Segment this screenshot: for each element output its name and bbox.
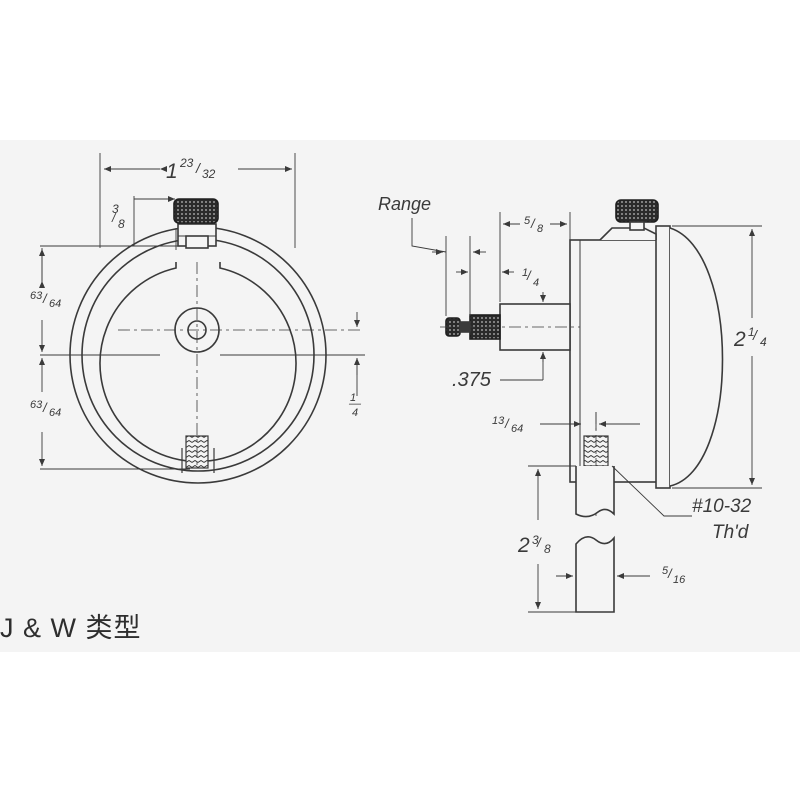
side-dimensions	[411, 212, 762, 613]
svg-text:/: /	[504, 416, 510, 431]
top-bracket	[599, 227, 657, 241]
height-num: 1	[748, 325, 755, 339]
depth-den: 8	[537, 223, 544, 235]
gauge-body	[569, 239, 659, 483]
range-label: Range	[378, 194, 431, 214]
figure-caption: J & W 类型	[0, 606, 142, 645]
front-view	[69, 198, 364, 484]
side-offset-num: 13	[492, 415, 505, 427]
rod-den: 8	[544, 542, 551, 556]
svg-text:/: /	[42, 291, 48, 306]
rod-dia-den: 16	[673, 574, 686, 586]
rod-upper	[575, 466, 615, 518]
rod-whole: 2	[517, 534, 530, 557]
side-view	[440, 199, 724, 613]
svg-text:—: —	[348, 396, 362, 410]
svg-text:/: /	[111, 211, 117, 225]
offset-num: 1	[350, 392, 356, 404]
dial-face-outline	[99, 262, 297, 463]
height-whole: 2	[733, 328, 746, 351]
front-knob	[173, 198, 219, 224]
side-knob	[615, 199, 659, 223]
thread-label: Th'd	[712, 522, 750, 543]
front-labels: 1 23 / 32 3 / 8 63 / 64 63 / 64 1 — 4	[30, 156, 362, 419]
upper-den: 64	[49, 298, 61, 310]
lower-den: 64	[49, 407, 61, 419]
side-offset-den: 64	[511, 423, 523, 435]
caption-suffix: 类型	[85, 613, 142, 643]
side-labels: Range 5 / 8 1 / 4 .375 2 1 / 4 13 / 64 #…	[378, 194, 767, 586]
lower-num: 63	[30, 399, 43, 411]
tip-num: 1	[522, 267, 528, 279]
rod-lower	[575, 535, 615, 613]
stem-diameter: .375	[452, 369, 492, 391]
stem-den: 8	[118, 217, 125, 231]
width-whole: 1	[166, 160, 178, 183]
width-den: 32	[202, 167, 216, 181]
front-dimensions	[39, 153, 365, 470]
svg-text:/: /	[530, 216, 536, 231]
rod-dia-num: 5	[662, 565, 669, 577]
rod-num: 3	[532, 533, 539, 547]
stem-num: 3	[112, 202, 119, 216]
crystal-dome	[669, 227, 724, 487]
svg-text:/: /	[536, 535, 542, 550]
tip-den: 4	[533, 277, 539, 289]
thread-size: #10-32	[692, 496, 752, 517]
svg-text:/: /	[752, 327, 759, 343]
svg-text:/: /	[526, 268, 532, 283]
stem-clamp	[185, 235, 209, 249]
upper-num: 63	[30, 290, 43, 302]
depth-num: 5	[524, 215, 531, 227]
svg-text:/: /	[195, 160, 202, 176]
svg-text:/: /	[42, 400, 48, 415]
svg-text:/: /	[667, 566, 673, 581]
offset-den: 4	[352, 407, 358, 419]
caption-model: J & W	[0, 613, 77, 643]
gauge-bezel	[655, 225, 671, 489]
height-den: 4	[760, 335, 767, 349]
width-num: 23	[179, 156, 194, 170]
